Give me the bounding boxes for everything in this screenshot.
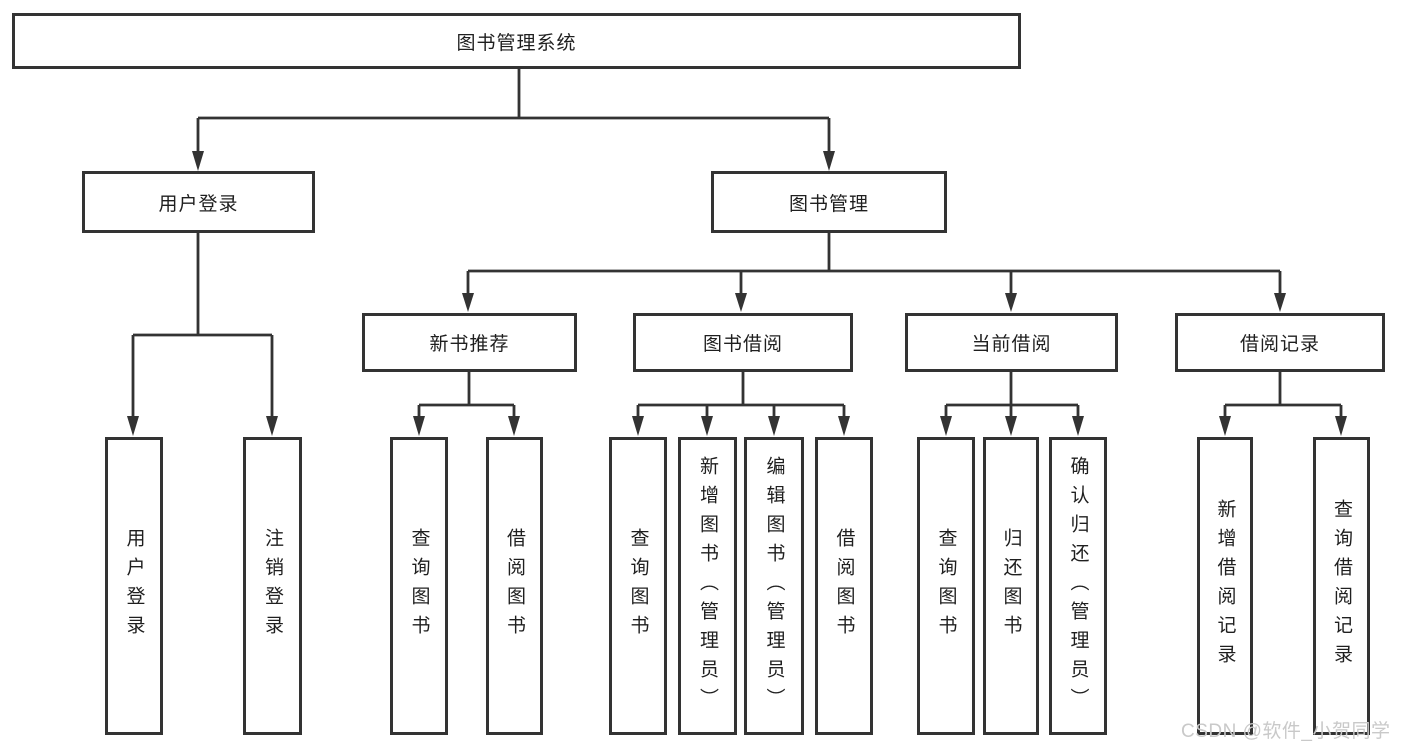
csdn-watermark: CSDN @软件_小贺同学 — [1181, 721, 1391, 742]
node-label: 查询图书 — [408, 528, 430, 644]
node-new-book-recommend: 新书推荐 — [362, 313, 577, 372]
leaf-current-return-books: 归还图书 — [983, 437, 1039, 735]
node-label: 查询图书 — [627, 528, 649, 644]
node-label: 编辑图书（管理员） — [763, 455, 785, 717]
node-user-login: 用户登录 — [82, 171, 315, 233]
node-label: 当前借阅 — [971, 334, 1052, 355]
node-label: 图书管理 — [788, 193, 869, 215]
node-label: 归还图书 — [1000, 528, 1022, 644]
leaf-current-query-books: 查询图书 — [917, 437, 975, 735]
node-label: 新增图书（管理员） — [697, 455, 718, 717]
node-label: 用户登录 — [123, 528, 145, 644]
node-label: 新书推荐 — [429, 334, 510, 355]
leaf-user-login: 用户登录 — [105, 437, 163, 735]
node-label: 图书借阅 — [702, 334, 783, 355]
leaf-recommend-borrow-books: 借阅图书 — [486, 437, 543, 735]
node-borrowing-records: 借阅记录 — [1175, 313, 1385, 372]
node-label: 新增借阅记录 — [1214, 499, 1236, 673]
node-label: 借阅图书 — [833, 528, 855, 644]
leaf-borrowing-query-books: 查询图书 — [609, 437, 667, 735]
leaf-current-confirm-return-admin: 确认归还（管理员） — [1049, 437, 1107, 735]
leaf-borrowing-add-books-admin: 新增图书（管理员） — [678, 437, 737, 735]
leaf-records-query-record: 查询借阅记录 — [1313, 437, 1370, 735]
leaf-recommend-query-books: 查询图书 — [390, 437, 448, 735]
leaf-borrowing-edit-books-admin: 编辑图书（管理员） — [744, 437, 804, 735]
leaf-logout-login: 注销登录 — [243, 437, 302, 735]
node-library-management-system: 图书管理系统 — [12, 13, 1021, 69]
node-current-borrowing: 当前借阅 — [905, 313, 1118, 372]
leaf-records-add-record: 新增借阅记录 — [1197, 437, 1253, 735]
leaf-borrowing-borrow-books: 借阅图书 — [815, 437, 873, 735]
node-label: 用户登录 — [158, 193, 239, 215]
node-book-management: 图书管理 — [711, 171, 947, 233]
node-label: 确认归还（管理员） — [1067, 455, 1089, 717]
node-label: 注销登录 — [262, 528, 283, 644]
node-label: 查询借阅记录 — [1331, 499, 1352, 673]
node-label: 借阅记录 — [1239, 334, 1320, 355]
node-label: 图书管理系统 — [456, 32, 577, 54]
node-book-borrowing: 图书借阅 — [633, 313, 853, 372]
node-label: 借阅图书 — [504, 528, 525, 644]
node-label: 查询图书 — [935, 528, 957, 644]
